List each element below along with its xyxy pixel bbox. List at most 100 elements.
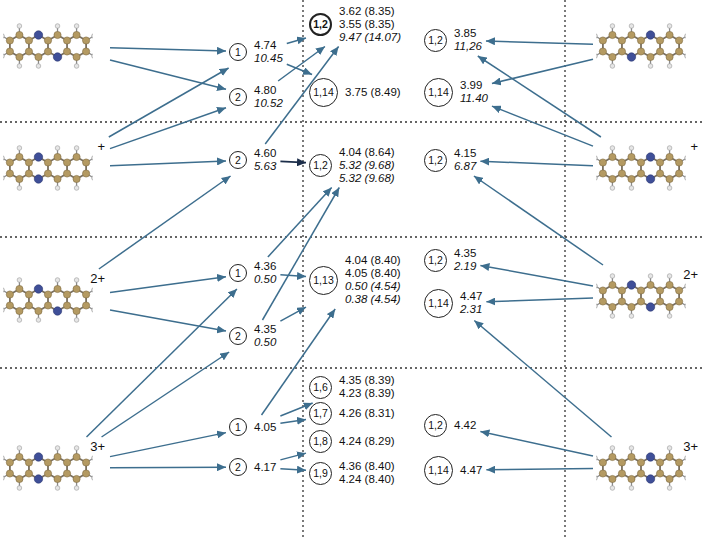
- carbon-atom: [44, 37, 51, 44]
- molecule-node: 2+: [596, 268, 700, 324]
- state-node: 1,144.47: [424, 456, 483, 485]
- hydrogen-atom: [55, 186, 60, 191]
- carbon-atom: [656, 459, 663, 466]
- hydrogen-atom: [3, 456, 4, 461]
- carbon-atom: [63, 159, 70, 166]
- hydrogen-atom: [55, 446, 60, 451]
- state-number: 1,2: [428, 254, 443, 266]
- reaction-arrow: [87, 289, 237, 437]
- state-node: 24.17: [229, 458, 277, 476]
- state-number: 1,2: [313, 159, 328, 171]
- state-circle: 2: [229, 88, 247, 106]
- carbon-atom: [666, 31, 673, 38]
- energy-value: 4.26 (8.31): [338, 407, 396, 420]
- molecule-illustration: [596, 18, 686, 74]
- carbon-atom: [618, 298, 625, 305]
- carbon-atom: [63, 302, 70, 309]
- charge-label: 2+: [683, 268, 698, 282]
- column-separator: [302, 0, 303, 540]
- carbon-atom: [676, 470, 683, 477]
- hydrogen-atom: [610, 446, 615, 451]
- carbon-atom: [44, 302, 51, 309]
- carbon-atom: [628, 303, 635, 310]
- hydrogen-atom: [629, 186, 634, 191]
- state-circle: 1: [229, 43, 247, 61]
- hydrogen-atom: [648, 64, 653, 69]
- carbon-atom: [609, 303, 616, 310]
- hydrogen-atom: [55, 486, 60, 491]
- state-circle: 1,2: [309, 154, 332, 177]
- reaction-arrow: [486, 298, 593, 302]
- hydrogen-atom: [596, 476, 597, 481]
- nitrogen-atom: [34, 153, 42, 161]
- charge-label: 3+: [683, 440, 698, 454]
- energy-value: 4.42: [453, 419, 477, 432]
- carbon-atom: [618, 287, 625, 294]
- carbon-atom: [676, 459, 683, 466]
- state-node: 1,24.352.19: [424, 247, 477, 273]
- carbon-atom: [44, 470, 51, 477]
- carbon-atom: [676, 298, 683, 305]
- nitrogen-atom: [646, 31, 654, 39]
- carbon-atom: [618, 37, 625, 44]
- reaction-arrow: [287, 38, 306, 43]
- state-circle: 1,2: [309, 13, 332, 36]
- hydrogen-atom: [667, 186, 672, 191]
- carbon-atom: [73, 453, 80, 460]
- state-circle: 1: [229, 264, 247, 282]
- charge-label: 2+: [90, 272, 105, 286]
- reaction-arrow: [280, 275, 306, 277]
- energy-value: 4.35: [253, 323, 277, 336]
- hydrogen-atom: [685, 34, 686, 39]
- carbon-atom: [637, 298, 644, 305]
- molecule-node: [596, 18, 700, 74]
- energy-value: 4.35 (8.39): [338, 374, 396, 387]
- energy-value: 0.50: [253, 273, 277, 286]
- hydrogen-atom: [667, 64, 672, 69]
- molecule-illustration: [596, 440, 686, 496]
- carbon-atom: [666, 453, 673, 460]
- hydrogen-atom: [667, 24, 672, 29]
- hydrogen-atom: [667, 486, 672, 491]
- hydrogen-atom: [3, 176, 4, 181]
- carbon-atom: [637, 170, 644, 177]
- energy-value: 3.62 (8.35): [338, 5, 402, 18]
- reaction-arrow: [110, 60, 226, 89]
- state-node: 1,7 4.26 (8.31): [309, 402, 396, 425]
- hydrogen-atom: [685, 456, 686, 461]
- carbon-atom: [44, 291, 51, 298]
- hydrogen-atom: [55, 146, 60, 151]
- energy-value: 4.05: [253, 421, 277, 434]
- hydrogen-atom: [610, 64, 615, 69]
- state-number: 1,2: [428, 34, 443, 46]
- reaction-arrow: [280, 453, 306, 460]
- carbon-atom: [25, 459, 32, 466]
- carbon-atom: [6, 470, 13, 477]
- carbon-atom: [676, 287, 683, 294]
- carbon-atom: [44, 48, 51, 55]
- state-circle: 1,7: [309, 402, 332, 425]
- state-node: 1,23.62 (8.35)3.55 (8.35)9.47 (14.07): [309, 5, 402, 44]
- reaction-arrow: [262, 188, 339, 321]
- nitrogen-atom: [646, 453, 654, 461]
- state-node: 1,143.9911.40: [424, 78, 489, 107]
- hydrogen-atom: [74, 446, 79, 451]
- carbon-atom: [63, 459, 70, 466]
- state-node: 14.7410.45: [229, 39, 284, 65]
- hydrogen-atom: [92, 54, 93, 59]
- hydrogen-atom: [596, 456, 597, 461]
- hydrogen-atom: [17, 318, 22, 323]
- nitrogen-atom: [646, 475, 654, 483]
- carbon-atom: [63, 291, 70, 298]
- hydrogen-atom: [74, 186, 79, 191]
- carbon-atom: [599, 470, 606, 477]
- carbon-atom: [656, 48, 663, 55]
- charge-label: +: [690, 140, 698, 154]
- hydrogen-atom: [55, 24, 60, 29]
- energy-value: 4.36: [253, 260, 277, 273]
- state-circle: 2: [229, 151, 247, 169]
- hydrogen-atom: [685, 54, 686, 59]
- state-node: 1 4.360.50: [229, 260, 277, 286]
- reaction-arrow: [110, 433, 226, 457]
